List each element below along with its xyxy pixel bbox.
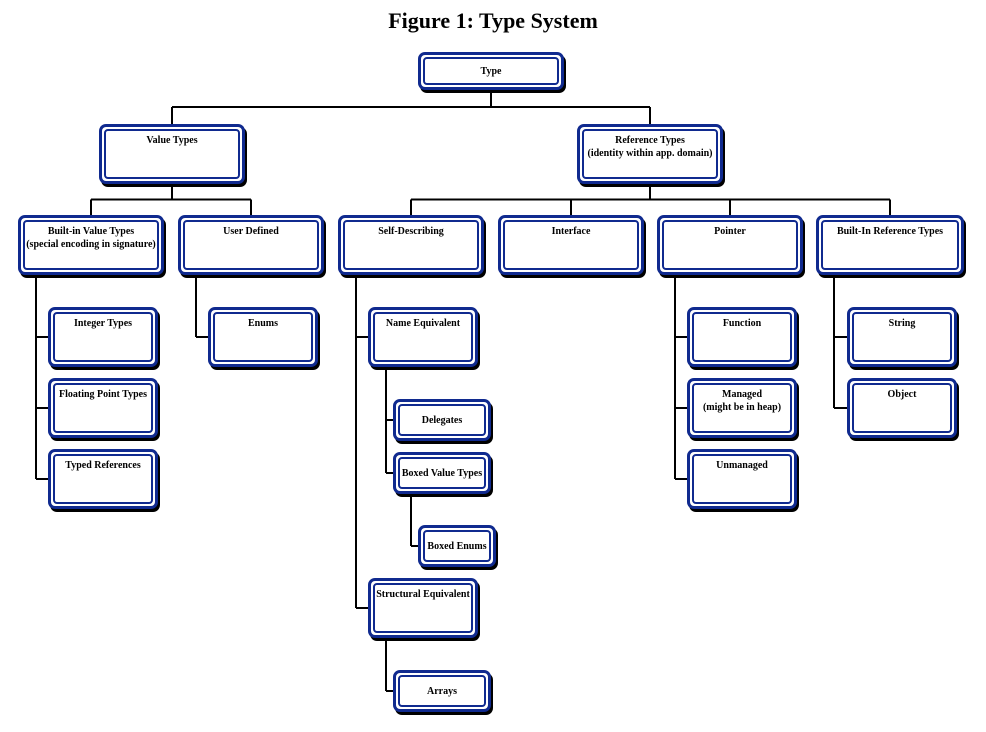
node-label: Boxed Value Types [396,467,488,480]
node-boxed-enums: Boxed Enums [418,525,496,567]
figure-title: Figure 1: Type System [388,8,598,33]
node-label-line: Built-In Reference Types [836,226,944,237]
node-label-line: Typed References [65,460,141,471]
node-label-line: Structural Equivalent [376,589,470,600]
node-typed-references: Typed References [48,449,158,509]
node-label: Delegates [396,414,488,427]
node-label-line: Enums [247,318,278,329]
node-label: Typed References [51,459,155,472]
node-label: Name Equivalent [371,317,475,330]
node-label: Pointer [660,225,800,238]
node-label-line: String [888,318,916,329]
node-label-line: Interface [551,226,591,237]
node-enums: Enums [208,307,318,367]
node-label-line: Type [480,66,502,77]
node-label: Object [850,388,954,401]
node-arrays: Arrays [393,670,491,712]
node-label: Function [690,317,794,330]
node-label: Built-in Value Types (special encoding in… [21,225,161,251]
node-label-line: Value Types [146,135,198,146]
node-label-line: Function [722,318,762,329]
node-label: Value Types [102,134,242,147]
node-built-in-reference-types: Built-In Reference Types [816,215,964,275]
node-unmanaged: Unmanaged [687,449,797,509]
node-label: Enums [211,317,315,330]
node-interface: Interface [498,215,644,275]
node-label-line: Unmanaged [716,460,768,471]
node-delegates: Delegates [393,399,491,441]
node-structural-equivalent: Structural Equivalent [368,578,478,638]
node-label: Integer Types [51,317,155,330]
node-self-describing: Self-Describing [338,215,484,275]
node-string: String [847,307,957,367]
node-label-line: Built-in Value Types [47,226,135,237]
node-label: Structural Equivalent [371,588,475,601]
node-pointer: Pointer [657,215,803,275]
node-managed: Managed (might be in heap) [687,378,797,438]
node-value-types: Value Types [99,124,245,184]
node-label-line: (might be in heap) [702,402,782,413]
node-label: Floating Point Types [51,388,155,401]
node-built-in-value-types: Built-in Value Types (special encoding in… [18,215,164,275]
node-label: Boxed Enums [421,540,493,553]
node-label-line: Delegates [421,414,463,426]
node-label-line: Boxed Value Types [401,467,483,479]
node-user-defined: User Defined [178,215,324,275]
node-reference-types: Reference Types (identity within app. dom… [577,124,723,184]
node-label: Unmanaged [690,459,794,472]
node-label: Interface [501,225,641,238]
node-label-line: Managed [722,389,762,400]
node-type: Type [418,52,564,90]
node-label-line: Pointer [714,226,746,237]
node-label-line: (special encoding in signature) [26,239,156,250]
node-boxed-value-types: Boxed Value Types [393,452,491,494]
node-label-line: User Defined [223,226,279,237]
node-label-line: Name Equivalent [385,318,461,329]
node-function: Function [687,307,797,367]
node-label: Arrays [396,685,488,698]
node-label-line: Object [887,389,917,400]
node-label: User Defined [181,225,321,238]
node-name-equivalent: Name Equivalent [368,307,478,367]
node-label: String [850,317,954,330]
node-label-line: Reference Types [615,135,685,146]
node-label: Managed (might be in heap) [690,388,794,414]
node-label: Built-In Reference Types [819,225,961,238]
node-object: Object [847,378,957,438]
node-label-line: Self-Describing [378,226,444,237]
node-integer-types: Integer Types [48,307,158,367]
node-label-line: Boxed Enums [427,540,487,552]
node-label: Type [421,65,561,78]
node-label-line: (identity within app. domain) [587,148,713,159]
node-label: Self-Describing [341,225,481,238]
node-label: Reference Types (identity within app. dom… [580,134,720,160]
node-label-line: Arrays [427,685,457,697]
node-label-line: Floating Point Types [59,389,147,400]
node-label-line: Integer Types [73,318,133,329]
node-floating-point-types: Floating Point Types [48,378,158,438]
